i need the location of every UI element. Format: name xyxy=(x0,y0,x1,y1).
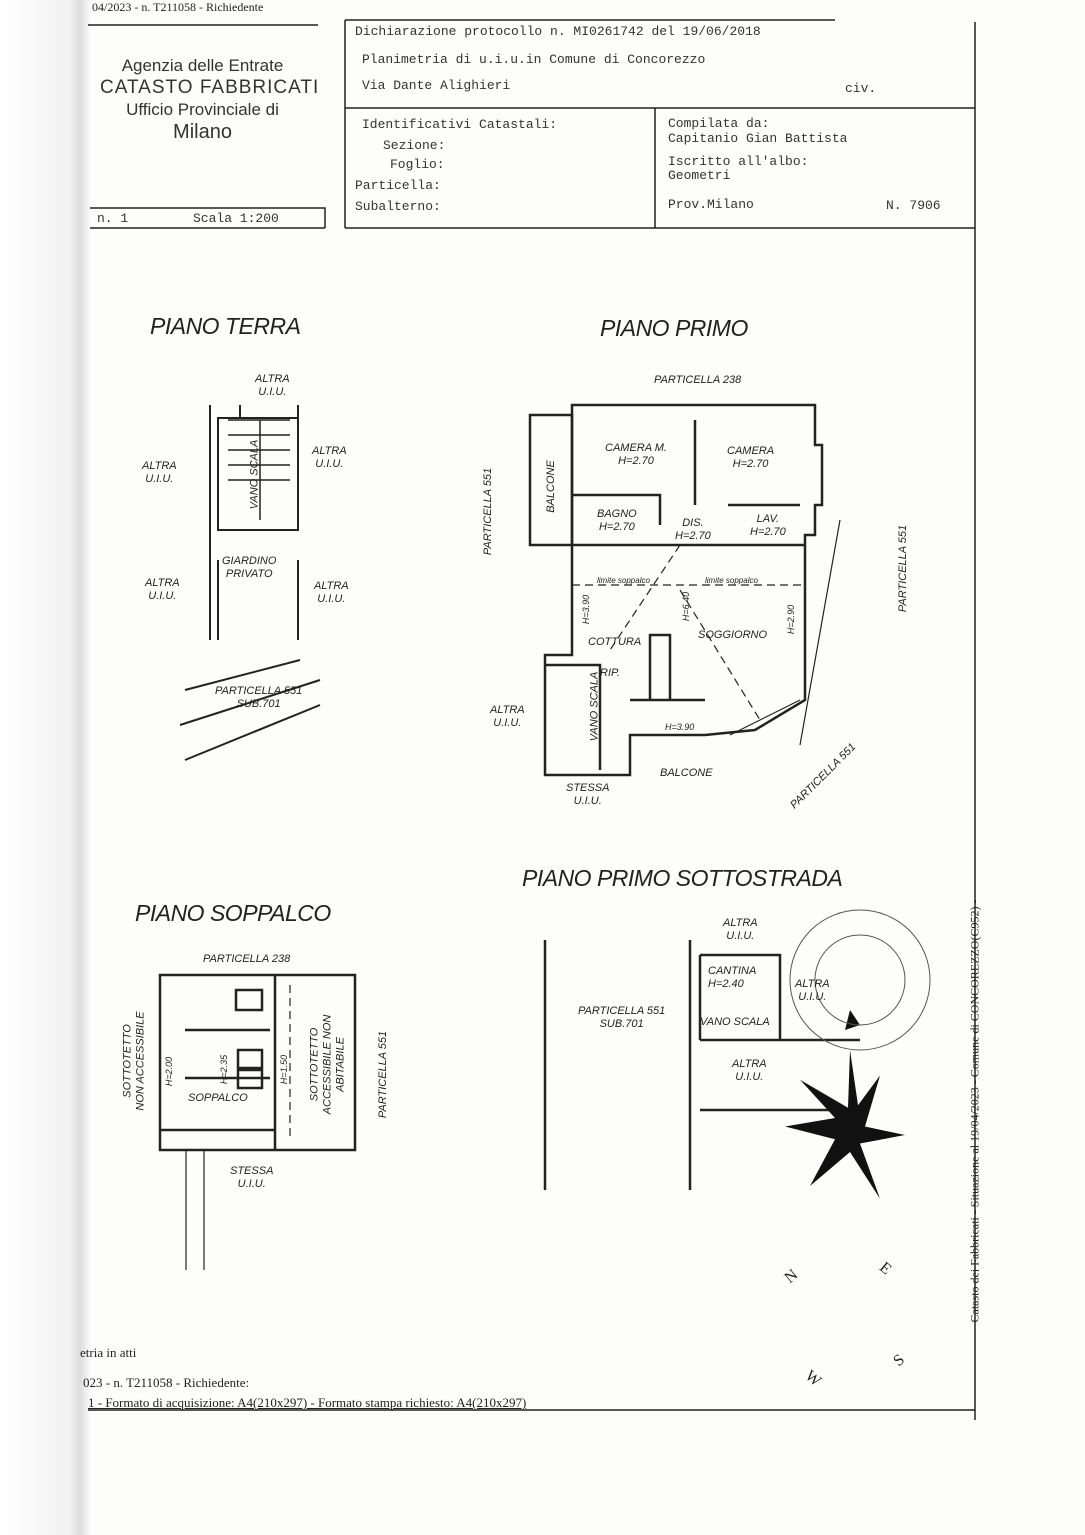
label: ALTRA U.I.U. xyxy=(312,445,347,470)
address: Via Dante Alighieri xyxy=(362,78,511,93)
plan-primo-walls xyxy=(528,403,841,777)
civic: civ. xyxy=(845,81,877,96)
notary-stamp xyxy=(789,909,931,1051)
label: H=2.35 xyxy=(219,1054,230,1085)
label: H=2.00 xyxy=(164,1056,175,1087)
label: CANTINA H=2.40 xyxy=(708,965,757,990)
side-stamp: Catasto dei Fabbricati - Situazione al 1… xyxy=(967,899,982,1323)
compiled-by: Capitanio Gian Battista xyxy=(668,131,848,146)
footer-line-1: etria in atti xyxy=(80,1345,137,1360)
label: ALTRA U.I.U. xyxy=(314,580,349,605)
compiled-by-label: Compilata da: xyxy=(668,116,770,131)
label: ALTRA U.I.U. xyxy=(732,1058,767,1083)
label: CAMERA H=2.70 xyxy=(727,445,775,470)
scan-edge xyxy=(0,0,92,1535)
label: PARTICELLA 551 xyxy=(377,1030,390,1119)
label: SOPPALCO xyxy=(188,1092,248,1104)
label: H=3.90 xyxy=(581,594,592,625)
plan-title-primo: PIANO PRIMO xyxy=(600,315,748,341)
label: PARTICELLA 238 xyxy=(654,374,742,386)
label: VANO SCALA xyxy=(700,1016,770,1028)
label: BALCONE xyxy=(544,460,557,513)
label: PARTICELLA 551 SUB.701 xyxy=(578,1005,666,1030)
foglio-label: Foglio: xyxy=(390,157,445,172)
top-stamp: 04/2023 - n. T211058 - Richiedente xyxy=(92,0,264,14)
label: VANO SCALA xyxy=(248,439,261,510)
plan-title-sottostrada: PIANO PRIMO SOTTOSTRADA xyxy=(522,865,843,891)
label: SOTTOTETTO NON ACCESSIBILE xyxy=(121,1011,147,1111)
declaration: Dichiarazione protocollo n. MI0261742 de… xyxy=(355,24,761,39)
plan-title-soppalco: PIANO SOPPALCO xyxy=(135,900,331,926)
label: ALTRA U.I.U. xyxy=(255,373,290,398)
planimetry: Planimetria di u.i.u.in Comune di Concor… xyxy=(362,52,706,67)
label: RIP. xyxy=(600,667,620,679)
label: H=2.90 xyxy=(786,604,797,635)
compass-rose-icon xyxy=(785,1010,905,1199)
label: STESSA U.I.U. xyxy=(566,782,610,807)
agency-block: Agenzia delle Entrate CATASTO FABBRICATI… xyxy=(100,55,320,143)
label: PARTICELLA 238 xyxy=(203,953,291,965)
plan-terra-walls xyxy=(179,405,321,761)
label: ALTRA U.I.U. xyxy=(145,577,180,602)
sezione-label: Sezione: xyxy=(383,138,446,153)
label: H=1.50 xyxy=(279,1054,290,1085)
plan-soppalco-walls xyxy=(158,973,357,1270)
register-label: Iscritto all'albo: xyxy=(668,154,809,169)
label: H=3.90 xyxy=(665,722,695,732)
subalterno-label: Subalterno: xyxy=(355,199,441,214)
agency-name: Agenzia delle Entrate xyxy=(121,56,284,75)
label: CAMERA M. H=2.70 xyxy=(605,442,667,467)
label: DIS. H=2.70 xyxy=(675,517,711,542)
agency-city: Milano xyxy=(173,121,232,143)
particella-label: Particella: xyxy=(355,178,441,193)
agency-office: Ufficio Provinciale di xyxy=(126,100,279,119)
label: LAV. H=2.70 xyxy=(750,513,786,538)
label: SOGGIORNO xyxy=(698,629,768,641)
plan-sottostrada-walls xyxy=(543,940,860,1190)
label: PARTICELLA 551 xyxy=(482,467,495,556)
label: limite soppalco xyxy=(705,576,758,585)
label: ALTRA U.I.U. xyxy=(795,978,830,1003)
footer-line-2: 023 - n. T211058 - Richiedente: xyxy=(83,1375,250,1390)
label: ALTRA U.I.U. xyxy=(723,917,758,942)
label: STESSA U.I.U. xyxy=(230,1165,274,1190)
footer-line-3: 1 - Formato di acquisizione: A4(210x297)… xyxy=(88,1395,527,1410)
label: ALTRA U.I.U. xyxy=(142,460,177,485)
label: VANO SCALA xyxy=(588,671,601,742)
label: SOTTOTETTO ACCESSIBILE NON ABITABILE xyxy=(308,1014,347,1115)
sheet-number: n. 1 xyxy=(97,211,129,226)
label: PARTICELLA 551 SUB.701 xyxy=(215,685,303,710)
label: BAGNO H=2.70 xyxy=(597,508,637,533)
label: ALTRA U.I.U. xyxy=(490,704,525,729)
agency-catasto: CATASTO FABBRICATI xyxy=(100,77,320,98)
province: Prov.Milano xyxy=(668,197,754,212)
scale: Scala 1:200 xyxy=(193,211,279,226)
label: PARTICELLA 551 xyxy=(897,524,910,613)
label: GIARDINO PRIVATO xyxy=(222,555,277,580)
label: limite soppalco xyxy=(597,576,650,585)
register-number: N. 7906 xyxy=(886,198,941,213)
label: BALCONE xyxy=(660,767,713,779)
label: H=6.40 xyxy=(681,591,692,622)
register: Geometri xyxy=(668,168,731,183)
identifiers-title: Identificativi Catastali: xyxy=(362,117,558,132)
plan-title-terra: PIANO TERRA xyxy=(150,313,301,339)
label: COTTURA xyxy=(588,636,642,648)
